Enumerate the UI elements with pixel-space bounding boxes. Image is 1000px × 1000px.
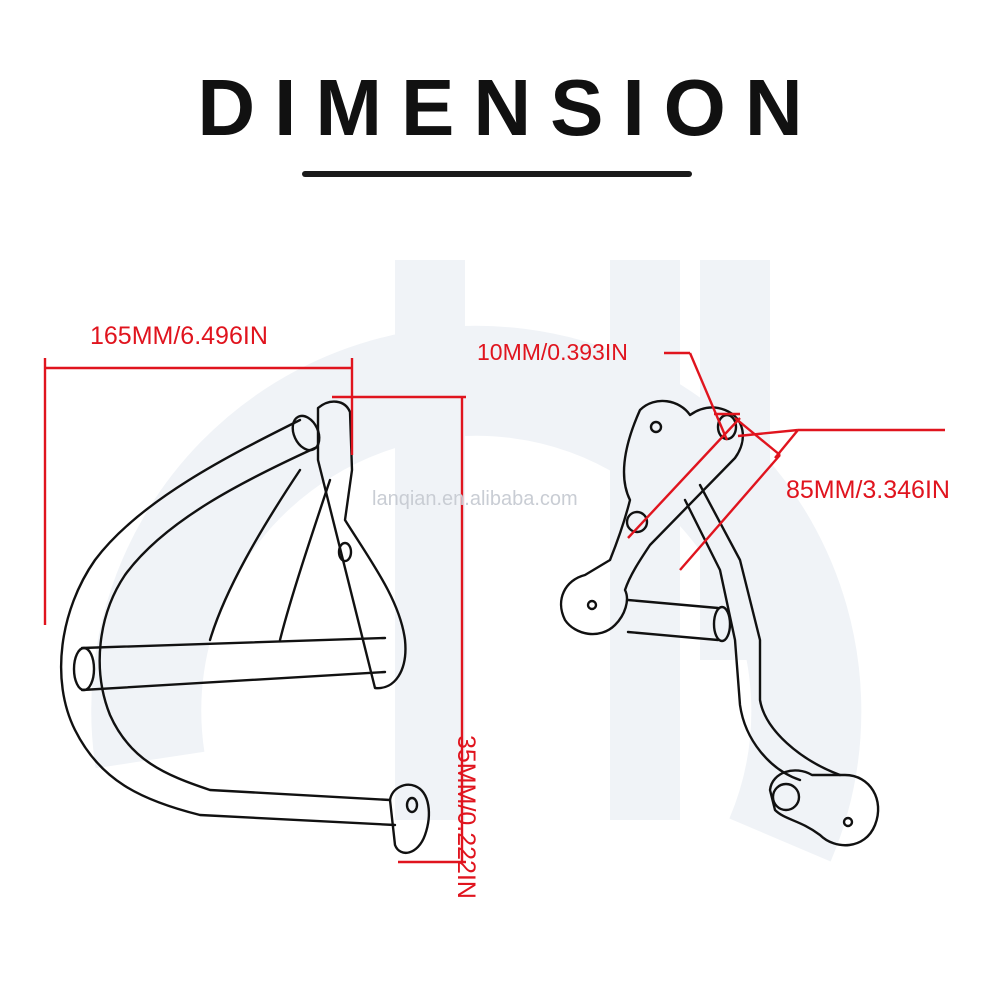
right-bracket-foot [768,769,880,847]
right-bracket-foot-hole-large [771,782,801,812]
left-bar-lower-hole [405,796,419,814]
right-bracket-cross-top [626,598,720,610]
left-bar-inner-tube [98,446,392,802]
left-bar-brace-inner [278,478,332,642]
width-dimension-label: 165MM/6.496IN [90,322,268,350]
left-bar-outer-tube [59,418,397,827]
center-dimension-leader-a [737,428,799,438]
right-bracket-cross-bottom [626,630,720,642]
left-bar-lower-tab [388,783,431,855]
right-bracket-cross-cap [712,605,732,643]
center-dimension-end-tick [734,417,781,456]
right-bracket-hole-top [649,420,663,434]
title-underline [302,171,692,177]
hole-dimension-label: 10MM/0.393IN [477,339,628,365]
center-dimension-line [627,417,741,539]
right-bracket-hole-mid [625,510,649,534]
right-bracket-hole-low [586,599,598,611]
left-bar-mount-plate [316,400,407,690]
height-dimension-label: 35MM/0.222IN [452,735,480,899]
left-bar-brace-outer [208,468,302,642]
left-bar-cross-tube-bottom [80,670,387,692]
center-dimension-leader-b [774,429,799,459]
watermark-text: lanqian.en.alibaba.com [372,488,578,510]
center-dimension-label: 85MM/3.346IN [786,476,950,504]
center-dimension-ref-line [679,454,781,571]
right-bracket-outline [559,399,744,636]
right-bracket-tube-inner [683,498,802,782]
page-title: DIMENSION [197,63,822,152]
right-bracket-foot-hole-small [842,816,854,828]
left-bar-cross-tube-top [80,636,387,650]
left-bar-mount-hole [337,541,353,563]
right-bracket-tube-outer [698,483,842,777]
left-bar-cross-cap [72,646,96,692]
watermark-logo-arc [91,325,862,862]
hole-dimension-leader [688,352,729,441]
